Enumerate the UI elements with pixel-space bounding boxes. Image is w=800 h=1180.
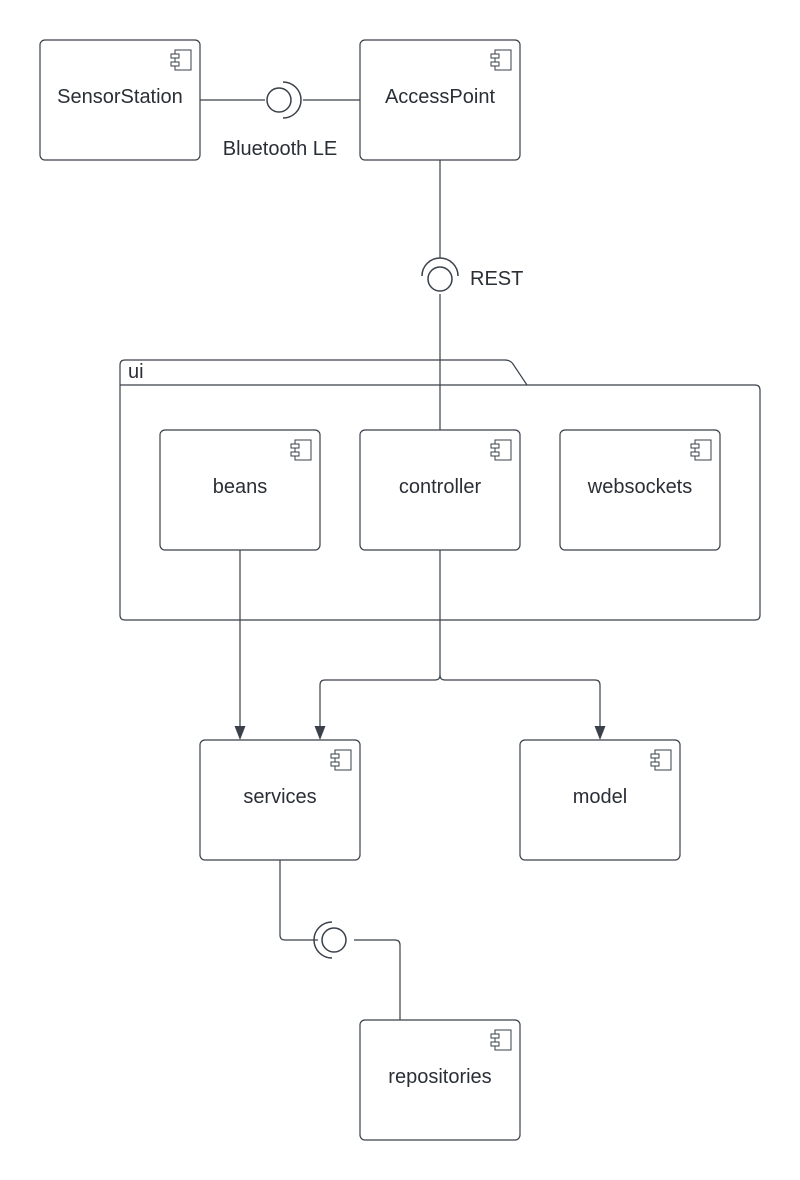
bluetooth-le-label: Bluetooth LE [223, 138, 338, 160]
bluetooth-required-socket [282, 81, 302, 119]
services-socket-link [279, 860, 318, 941]
bluetooth-provided-ball [266, 87, 292, 113]
rest-required-socket [421, 257, 459, 277]
services-label: services [243, 786, 316, 808]
component-websockets[interactable]: websockets [559, 429, 721, 551]
component-services[interactable]: services [199, 739, 361, 861]
repositories-required-socket [313, 921, 333, 959]
rest-label: REST [470, 268, 523, 290]
rest-interface[interactable]: REST [421, 257, 523, 292]
controller-label: controller [399, 476, 482, 498]
repositories-interface[interactable] [313, 921, 347, 959]
sensorstation-label: SensorStation [57, 86, 183, 108]
component-controller[interactable]: controller [359, 429, 521, 551]
component-repositories[interactable]: repositories [359, 1019, 521, 1141]
beans-to-services-arrow [234, 550, 246, 740]
bluetooth-le-interface[interactable]: Bluetooth LE [223, 81, 338, 160]
rest-provided-ball [427, 266, 453, 292]
component-sensorstation[interactable]: SensorStation [39, 39, 201, 161]
accesspoint-label: AccessPoint [385, 86, 495, 108]
controller-dependencies [314, 550, 606, 740]
repositories-ball-link [354, 939, 401, 1020]
repositories-label: repositories [388, 1066, 491, 1088]
websockets-label: websockets [587, 476, 693, 498]
repositories-provided-ball [321, 927, 347, 953]
model-label: model [573, 786, 627, 808]
component-accesspoint[interactable]: AccessPoint [359, 39, 521, 161]
package-ui-label: ui [128, 361, 144, 383]
component-model[interactable]: model [519, 739, 681, 861]
beans-label: beans [213, 476, 268, 498]
component-beans[interactable]: beans [159, 429, 321, 551]
